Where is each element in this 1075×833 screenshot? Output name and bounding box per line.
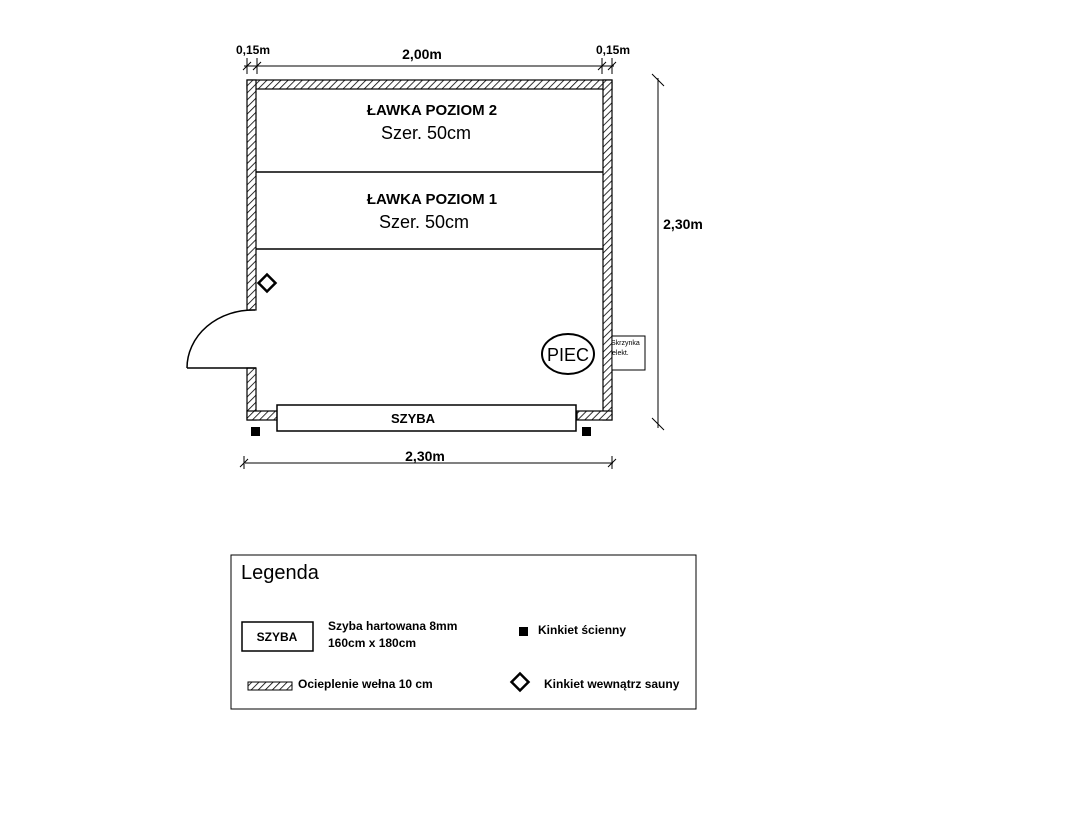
legend-insulation-symbol bbox=[247, 681, 293, 691]
electrical-box-line1: Skrzynka bbox=[611, 340, 640, 347]
electrical-box-line2: elekt. bbox=[612, 350, 629, 357]
bench-upper-width: Szer. 50cm bbox=[381, 123, 471, 143]
dim-inner-width: 2,00m bbox=[402, 46, 442, 62]
bottom-dimension bbox=[239, 456, 617, 469]
inner-lamp-icon bbox=[256, 272, 278, 294]
legend-glass-line1: Szyba hartowana 8mm bbox=[328, 619, 457, 633]
stove-icon bbox=[541, 333, 595, 375]
bench-upper-title: ŁAWKA POZIOM 2 bbox=[367, 102, 497, 119]
dim-wall-right: 0,15m bbox=[596, 43, 630, 57]
wall-lamp-icon bbox=[251, 427, 260, 436]
bench-lower-title: ŁAWKA POZIOM 1 bbox=[367, 191, 497, 208]
dim-wall-left: 0,15m bbox=[236, 43, 270, 57]
legend-wall-lamp-icon bbox=[519, 627, 528, 636]
glass-window bbox=[276, 404, 577, 432]
wall-insulation bbox=[246, 79, 613, 421]
legend-inner-lamp-label: Kinkiet wewnątrz sauny bbox=[544, 677, 680, 691]
legend-glass-symbol-label: SZYBA bbox=[257, 630, 298, 644]
legend-wall-lamp-label: Kinkiet ścienny bbox=[538, 623, 626, 637]
glass-label: SZYBA bbox=[391, 411, 436, 426]
legend-glass-symbol bbox=[241, 621, 314, 652]
height-dimension bbox=[651, 73, 665, 431]
top-dimension bbox=[242, 58, 617, 74]
legend-glass-line2: 160cm x 180cm bbox=[328, 636, 416, 650]
legend-inner-lamp-icon bbox=[509, 671, 531, 693]
dim-height: 2,30m bbox=[663, 216, 703, 232]
legend: Legenda SZYBA Szyba hartowana 8mm 160cm … bbox=[230, 554, 697, 710]
bench-lower-width: Szer. 50cm bbox=[379, 212, 469, 232]
stove-label: PIEC bbox=[547, 345, 589, 365]
electrical-box bbox=[611, 335, 646, 371]
dim-total-width: 2,30m bbox=[405, 448, 445, 464]
legend-title: Legenda bbox=[241, 562, 320, 584]
legend-insulation-label: Ocieplenie wełna 10 cm bbox=[298, 677, 433, 691]
wall-lamp-icon bbox=[582, 427, 591, 436]
door-swing bbox=[186, 309, 256, 369]
